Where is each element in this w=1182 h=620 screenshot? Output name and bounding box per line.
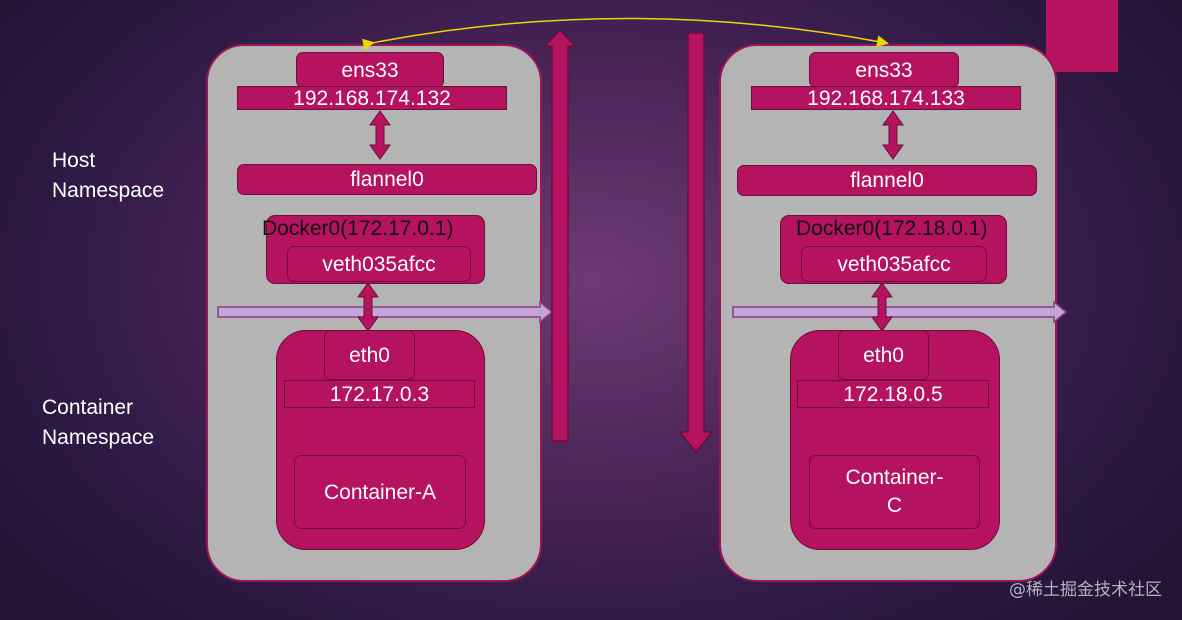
node-a-flannel0: flannel0 — [237, 164, 537, 195]
node-c-veth: veth035afcc — [801, 246, 987, 282]
node-c-flannel0: flannel0 — [737, 165, 1037, 196]
corner-decoration — [1046, 0, 1118, 72]
inbound-down-arrow — [678, 32, 714, 454]
namespace-boundary-arrow-c — [732, 300, 1068, 324]
container-namespace-label: Container Namespace — [42, 396, 155, 449]
node-c-ens-flannel-arrow — [882, 110, 904, 160]
node-c-docker0-label: Docker0(172.18.0.1) — [796, 217, 988, 240]
host-link-curve — [362, 17, 889, 51]
node-a-eth0: eth0 — [324, 330, 415, 380]
node-c-eth0: eth0 — [838, 330, 929, 380]
watermark-text: @稀土掘金技术社区 — [1009, 580, 1162, 600]
node-a-container-ip: 172.17.0.3 — [284, 380, 475, 408]
node-a-host-ip: 192.168.174.132 — [237, 86, 507, 110]
node-a-veth: veth035afcc — [287, 246, 471, 282]
node-c-host-ip: 192.168.174.133 — [751, 86, 1021, 110]
node-a-veth-eth-arrow — [357, 282, 379, 332]
node-a-ens-flannel-arrow — [369, 110, 391, 160]
outbound-up-arrow — [543, 28, 577, 442]
container-c: Container- C — [809, 455, 980, 529]
node-a-docker0-label: Docker0(172.17.0.1) — [262, 217, 454, 240]
host-namespace-label: Host Namespace — [52, 149, 165, 202]
node-c-veth-eth-arrow — [871, 282, 893, 332]
namespace-boundary-arrow-a — [217, 300, 554, 324]
node-c-container-ip: 172.18.0.5 — [797, 380, 989, 408]
node-a-ens33: ens33 — [296, 52, 444, 88]
container-a: Container-A — [294, 455, 466, 529]
